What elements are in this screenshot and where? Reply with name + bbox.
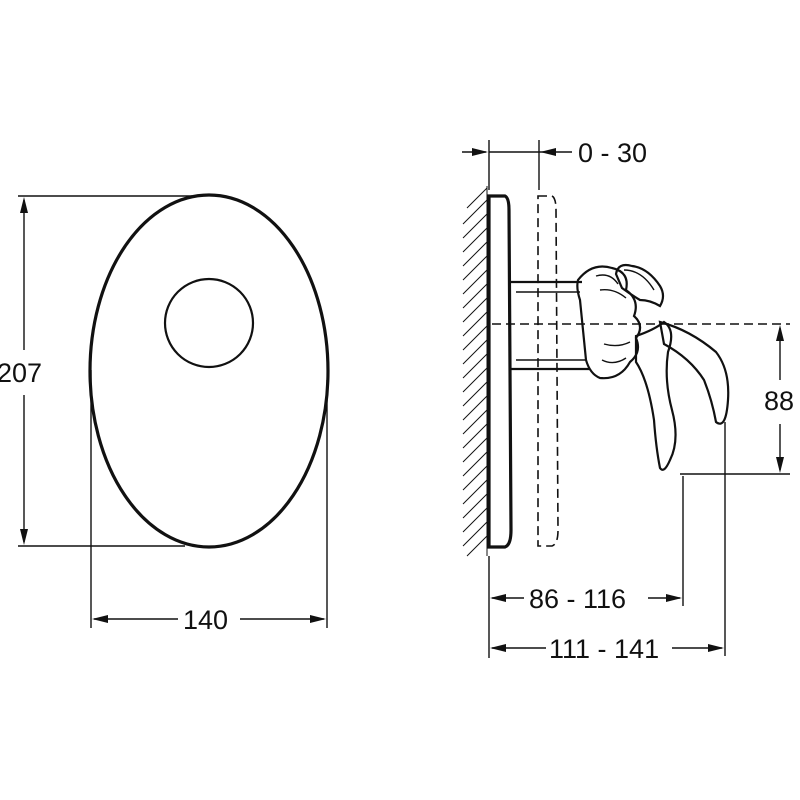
dim-label-140: 140 [183,605,228,635]
dim-label-0-30: 0 - 30 [578,138,647,168]
lever-alternate [658,320,730,425]
handle-cap [614,263,665,308]
width-dimension: 140 [90,370,328,635]
cover-plate [88,193,330,549]
center-hole [163,277,255,369]
front-view: 207 140 [0,193,330,635]
height-dimension: 207 [0,195,192,547]
dim-label-207: 207 [0,358,42,388]
lever-handle [634,320,677,471]
dim-label-86-116: 86 - 116 [529,584,626,614]
depth-long-dimension: 111 - 141 [490,422,726,664]
side-view: 0 - 30 88 86 - 116 111 [462,138,794,664]
dim-label-111-141: 111 - 141 [549,634,659,664]
dim-label-88: 88 [764,386,794,416]
depth-short-dimension: 86 - 116 [488,476,684,658]
wall-hatching [462,186,488,557]
lever-height-dimension: 88 [680,325,794,475]
extended-plate-outline [537,195,559,547]
valve-body [509,280,590,371]
adjust-dimension: 0 - 30 [462,138,647,190]
handle-base [576,265,642,380]
cover-plate-profile [487,194,513,549]
